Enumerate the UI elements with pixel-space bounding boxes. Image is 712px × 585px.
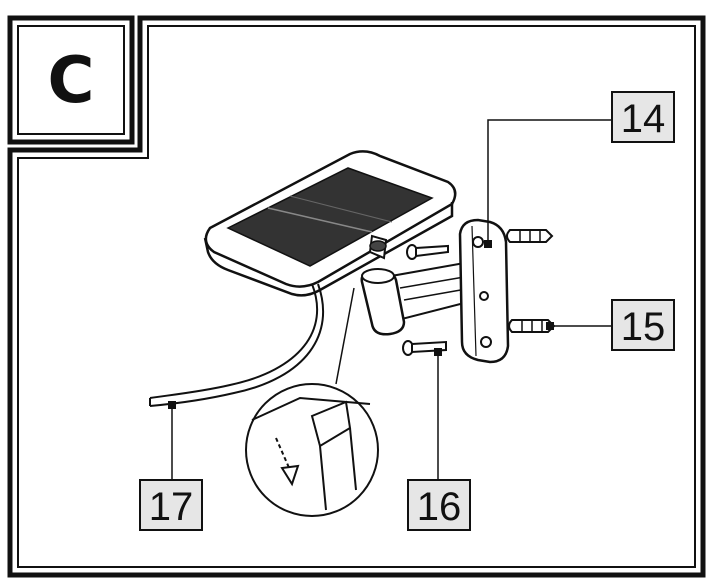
- magnifier-arrowhead: [280, 464, 300, 487]
- magnifier-pointer: [335, 287, 355, 385]
- wall-plate-edge: [471, 225, 477, 357]
- solar-cell-divider: [267, 207, 373, 233]
- callout-box: [407, 479, 471, 531]
- solar-panel: [203, 150, 457, 297]
- callout-label: 17: [149, 485, 194, 529]
- bracket-arm-line: [399, 275, 471, 289]
- step-frame-inner-border: [17, 25, 696, 568]
- step-box-inner: [17, 25, 125, 135]
- wall-plug-upper: [506, 229, 554, 243]
- callout-label: 14: [621, 97, 666, 141]
- leader-marker-17: [168, 401, 176, 409]
- solar-cell-divider: [289, 195, 393, 223]
- wall-plate-hole: [472, 236, 484, 248]
- leader-marker-16: [434, 348, 442, 356]
- callout-17: 17: [139, 479, 203, 531]
- wall-plate-hole: [480, 336, 492, 348]
- cable: [149, 283, 319, 399]
- callout-14: 14: [611, 91, 675, 143]
- leader-line-14: [487, 119, 612, 242]
- magnifier-arrow: [275, 437, 291, 471]
- solar-cell-area: [226, 167, 434, 267]
- callout-label: 15: [621, 305, 666, 349]
- wall-bracket: [360, 218, 510, 364]
- pivot-cap: [369, 240, 387, 252]
- wall-plug-lower: [508, 319, 556, 333]
- callout-box: [139, 479, 203, 531]
- step-letter: C: [48, 44, 95, 118]
- step-box: [7, 15, 135, 145]
- callout-box: [611, 91, 675, 143]
- callout-15: 15: [611, 299, 675, 351]
- magnifier-latch-side: [319, 427, 357, 511]
- cable-inner: [149, 283, 325, 407]
- callout-box: [611, 299, 675, 351]
- diagram-frame: [7, 15, 706, 578]
- callout-label: 16: [417, 485, 462, 529]
- leader-marker-15: [546, 322, 554, 330]
- screw-lower-left: [402, 340, 447, 356]
- detail-magnifier: [245, 287, 379, 517]
- bracket-swivel-top: [361, 268, 395, 284]
- wall-plate-hole: [479, 291, 489, 301]
- leader-marker-14: [484, 240, 492, 248]
- screw-upper-left: [406, 244, 449, 260]
- callout-16: 16: [407, 479, 471, 531]
- solar-panel-side: [203, 202, 454, 297]
